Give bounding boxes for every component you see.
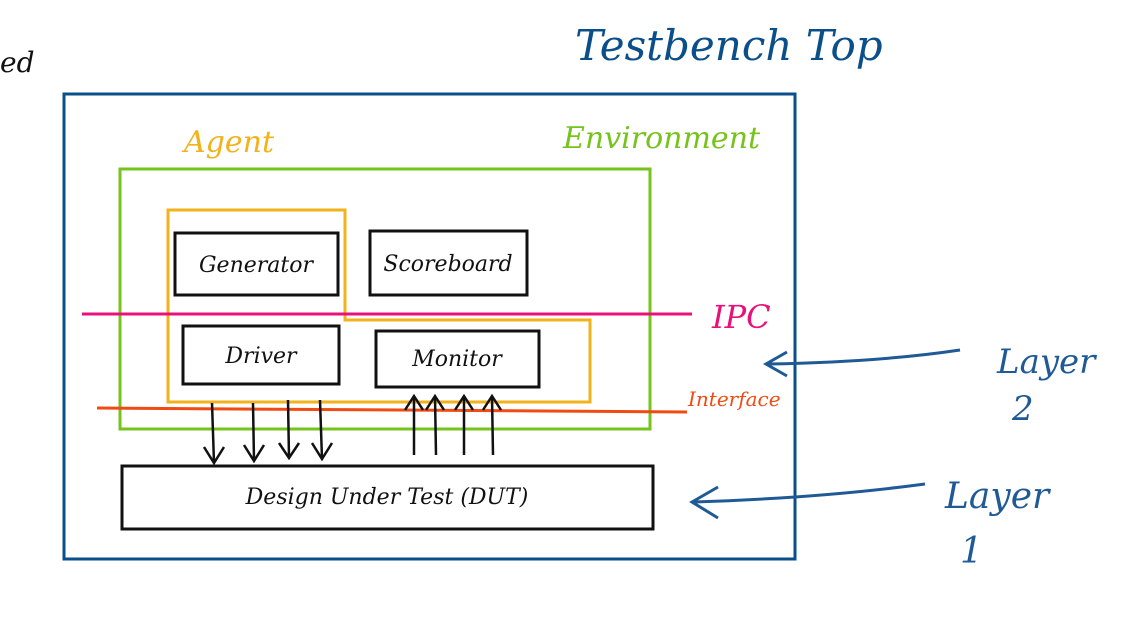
ipc-label: IPC [711,298,771,336]
generator-box [173,231,340,297]
down-arrow-3 [277,399,301,461]
environment-label: Environment [562,121,761,156]
agent-label: Agent [181,125,275,160]
interface-label: Interface [687,387,781,411]
driver-box [181,324,341,386]
testbench-title: Testbench Top [575,21,883,70]
dut-to-monitor-arrows [403,393,503,456]
scoreboard-box [368,229,529,297]
layer2-number: 2 [1011,389,1034,429]
layer2-word: Layer [996,342,1097,382]
layer1-number: 1 [960,531,983,572]
down-arrow-4 [310,399,334,462]
up-arrow-2 [424,393,446,456]
up-arrow-1 [403,393,425,455]
driver-to-dut-arrows [202,399,334,466]
layer1-arrow [689,482,926,520]
down-arrow-2 [242,402,266,464]
agent-outline [166,208,592,404]
generator-label: Generator [199,253,315,278]
down-arrow-1 [202,402,226,466]
driver-label: Driver [224,344,298,369]
up-arrow-4 [481,393,503,456]
interface-line [96,406,688,414]
partial-left-label: ed [0,46,35,79]
dut-box [120,464,655,531]
testbench-top-box [62,92,797,561]
layer1-word: Layer [944,476,1051,517]
monitor-box [374,329,541,389]
up-arrow-3 [453,393,475,455]
scoreboard-label: Scoreboard [383,252,512,277]
layer2-arrow [762,348,961,378]
environment-box [118,167,652,431]
monitor-label: Monitor [411,347,503,372]
dut-label: Design Under Test (DUT) [245,485,529,510]
